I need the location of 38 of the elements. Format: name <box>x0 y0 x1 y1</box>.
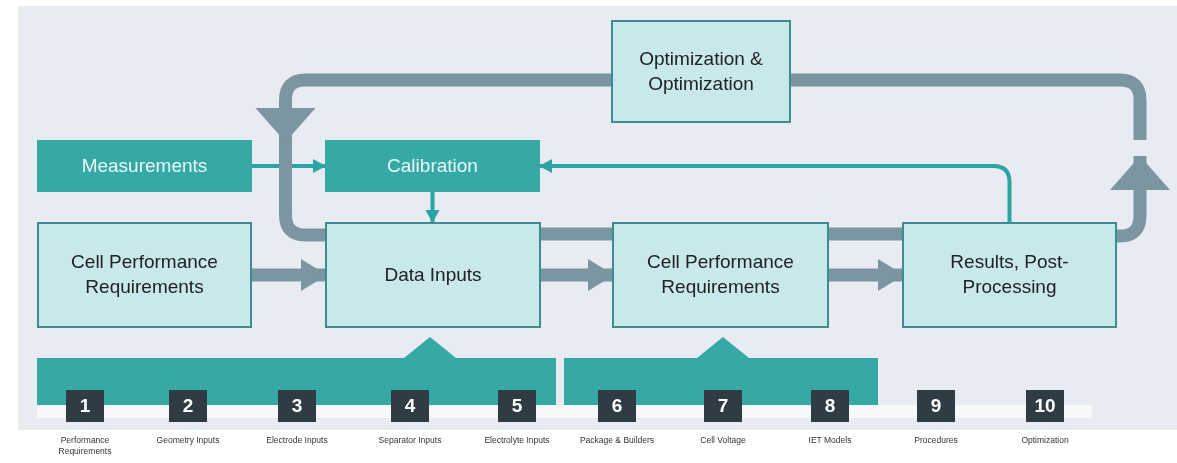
step-label: Electrode Inputs <box>265 435 329 447</box>
step-number-box: 3 <box>278 390 316 422</box>
block-arrow <box>252 259 327 291</box>
step-label: IET Models <box>807 435 853 447</box>
step-label: Separator Inputs <box>377 435 443 447</box>
step-label: Package & Builders <box>578 435 656 447</box>
arrow <box>425 192 440 223</box>
step-number-box: 2 <box>169 390 207 422</box>
step-label: Performance Requirements <box>57 435 113 458</box>
block-arrow <box>829 259 904 291</box>
process-box: Cell Performance Requirements <box>612 222 829 328</box>
connector-line <box>829 227 902 241</box>
step-number-box: 6 <box>598 390 636 422</box>
process-box: Cell Performance Requirements <box>37 222 252 328</box>
arrow <box>252 159 326 173</box>
step-number-box: 1 <box>66 390 104 422</box>
process-box: Measurements <box>37 140 252 192</box>
step-label: Electrolyte Inputs <box>483 435 551 447</box>
step-label: Optimization <box>1020 435 1070 447</box>
step-number-box: 7 <box>704 390 742 422</box>
step-label: Cell Voltage <box>699 435 747 447</box>
process-box: Results, Post-Processing <box>902 222 1117 328</box>
step-number-box: 4 <box>391 390 429 422</box>
step-number-box: 8 <box>811 390 849 422</box>
step-number-box: 5 <box>498 390 536 422</box>
step-number-box: 9 <box>917 390 955 422</box>
connector-line <box>541 227 612 241</box>
process-box: Data Inputs <box>325 222 541 328</box>
step-label: Geometry Inputs <box>155 435 221 447</box>
block-arrow <box>255 73 611 142</box>
process-box: Calibration <box>325 140 540 192</box>
process-box: Optimization & Optimization <box>611 20 791 123</box>
arrow <box>539 159 1012 222</box>
connector-line <box>791 73 1147 140</box>
block-arrow <box>1110 156 1170 243</box>
block-arrow <box>541 259 614 291</box>
step-number-box: 10 <box>1026 390 1064 422</box>
step-label: Procedures <box>913 435 959 447</box>
